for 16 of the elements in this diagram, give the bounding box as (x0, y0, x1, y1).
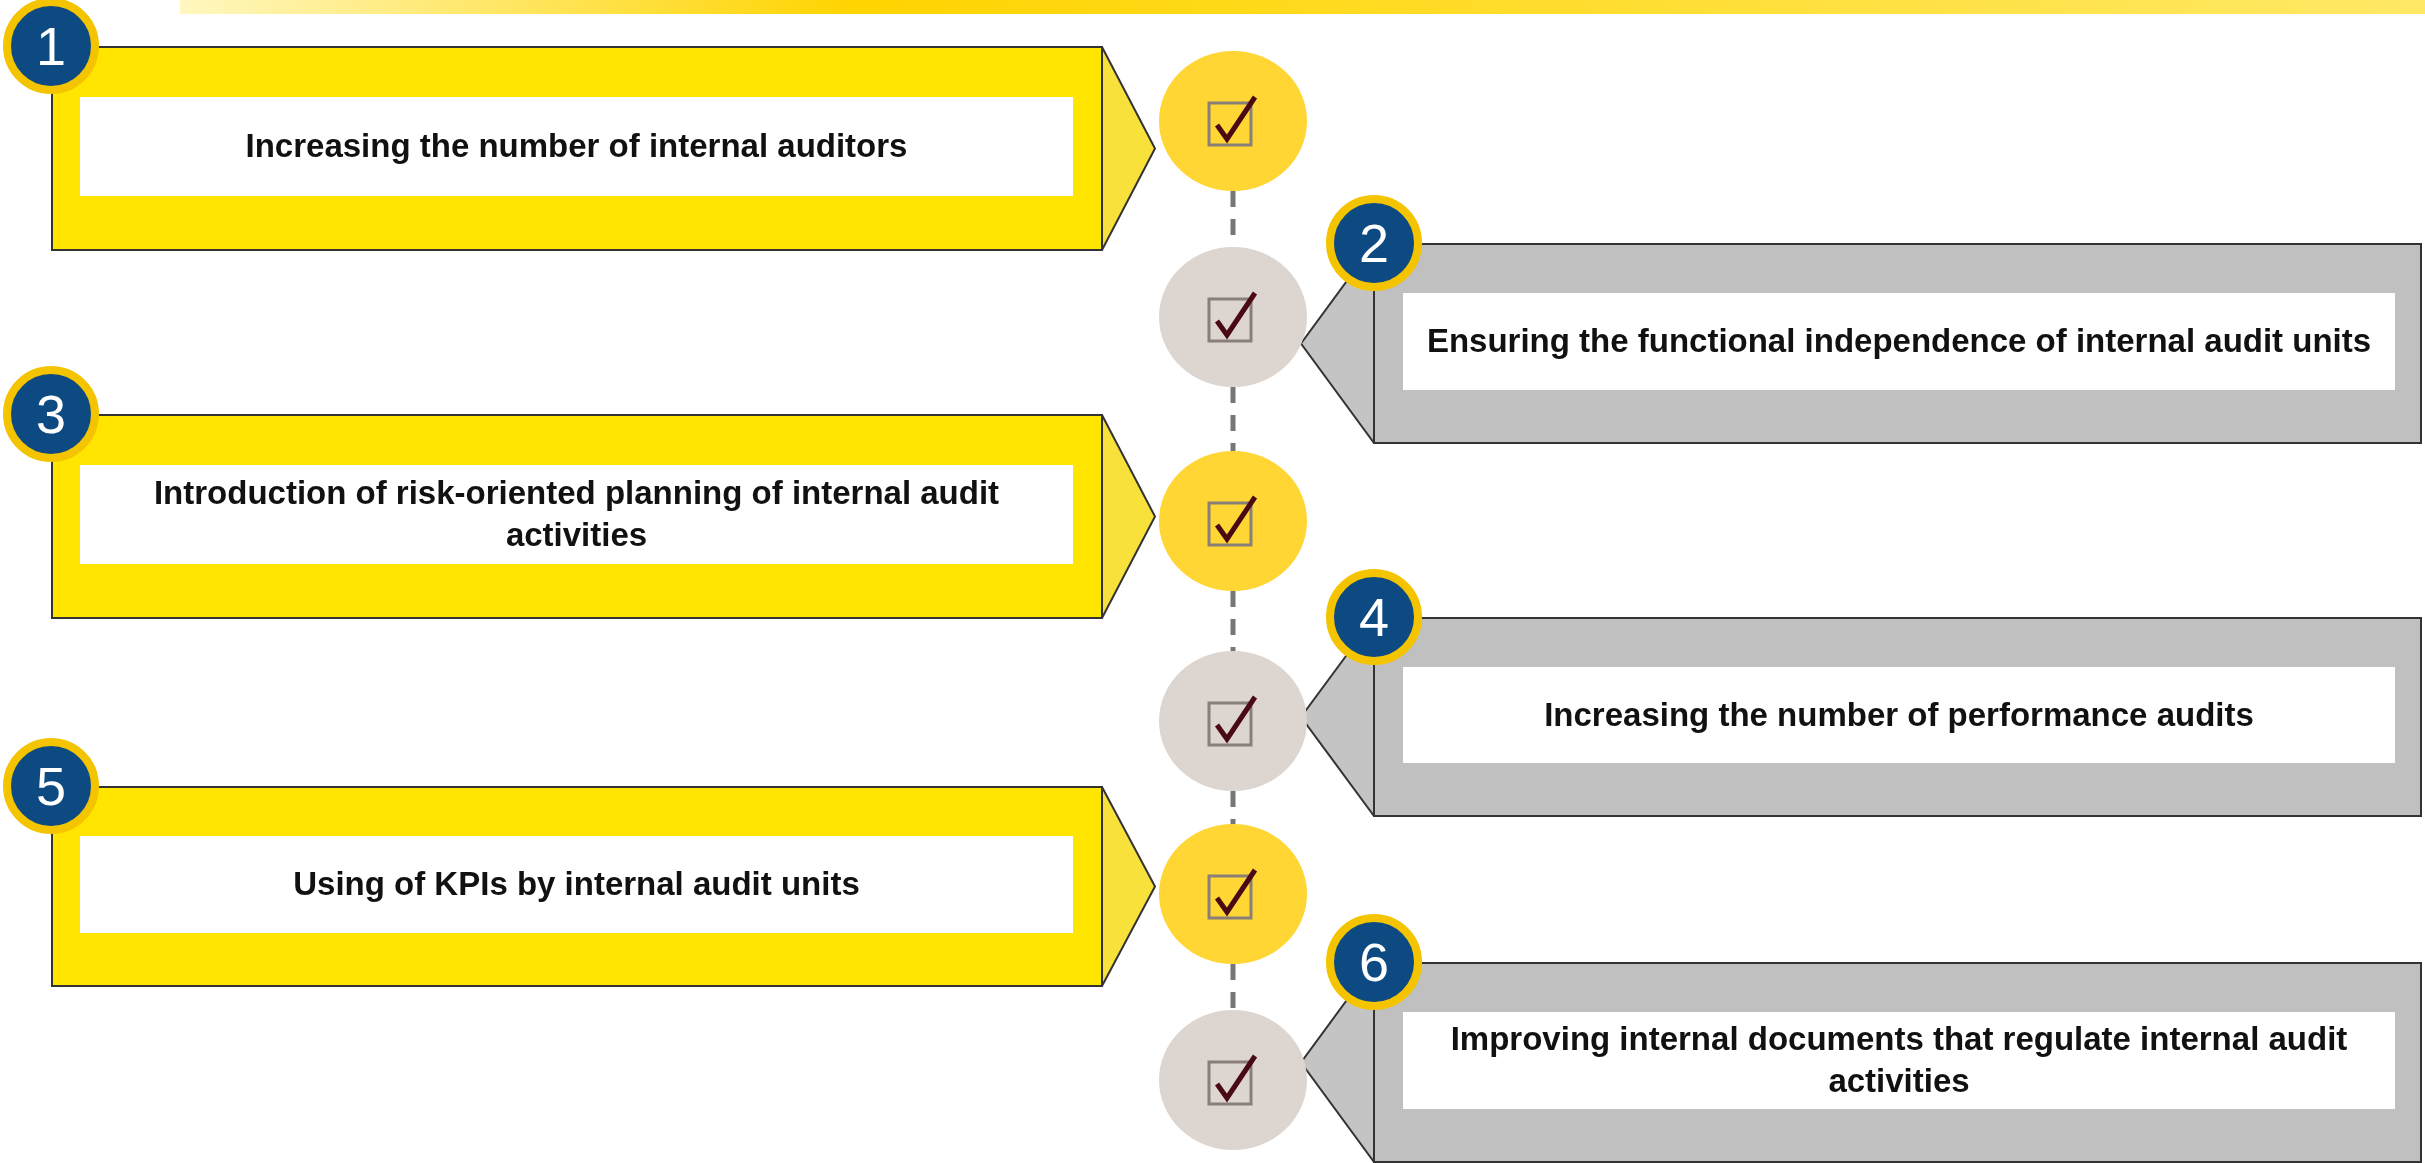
step-number: 6 (1326, 914, 1422, 1010)
step-text: Introduction of risk-oriented planning of internal audit activities (152, 472, 1001, 556)
step-text: Using of KPIs by internal audit units (292, 864, 861, 905)
step-number: 5 (3, 738, 99, 834)
step-text: Increasing the number of performance audits (1543, 694, 2255, 735)
step-text: Increasing the number of internal auditors (244, 126, 909, 166)
step-number: 3 (3, 366, 99, 462)
step-number: 4 (1326, 569, 1422, 665)
step-text: Improving internal documents that regulate internal audit activities (1449, 1018, 2349, 1102)
connector-line (1230, 791, 1236, 824)
step-text: Ensuring the functional independence of internal audit units (1425, 321, 2373, 362)
step-number: 1 (3, 0, 99, 94)
connector-line (1230, 964, 1236, 1010)
connector-line (1230, 591, 1236, 651)
step-number: 2 (1326, 195, 1422, 291)
connector-line (1230, 387, 1236, 451)
